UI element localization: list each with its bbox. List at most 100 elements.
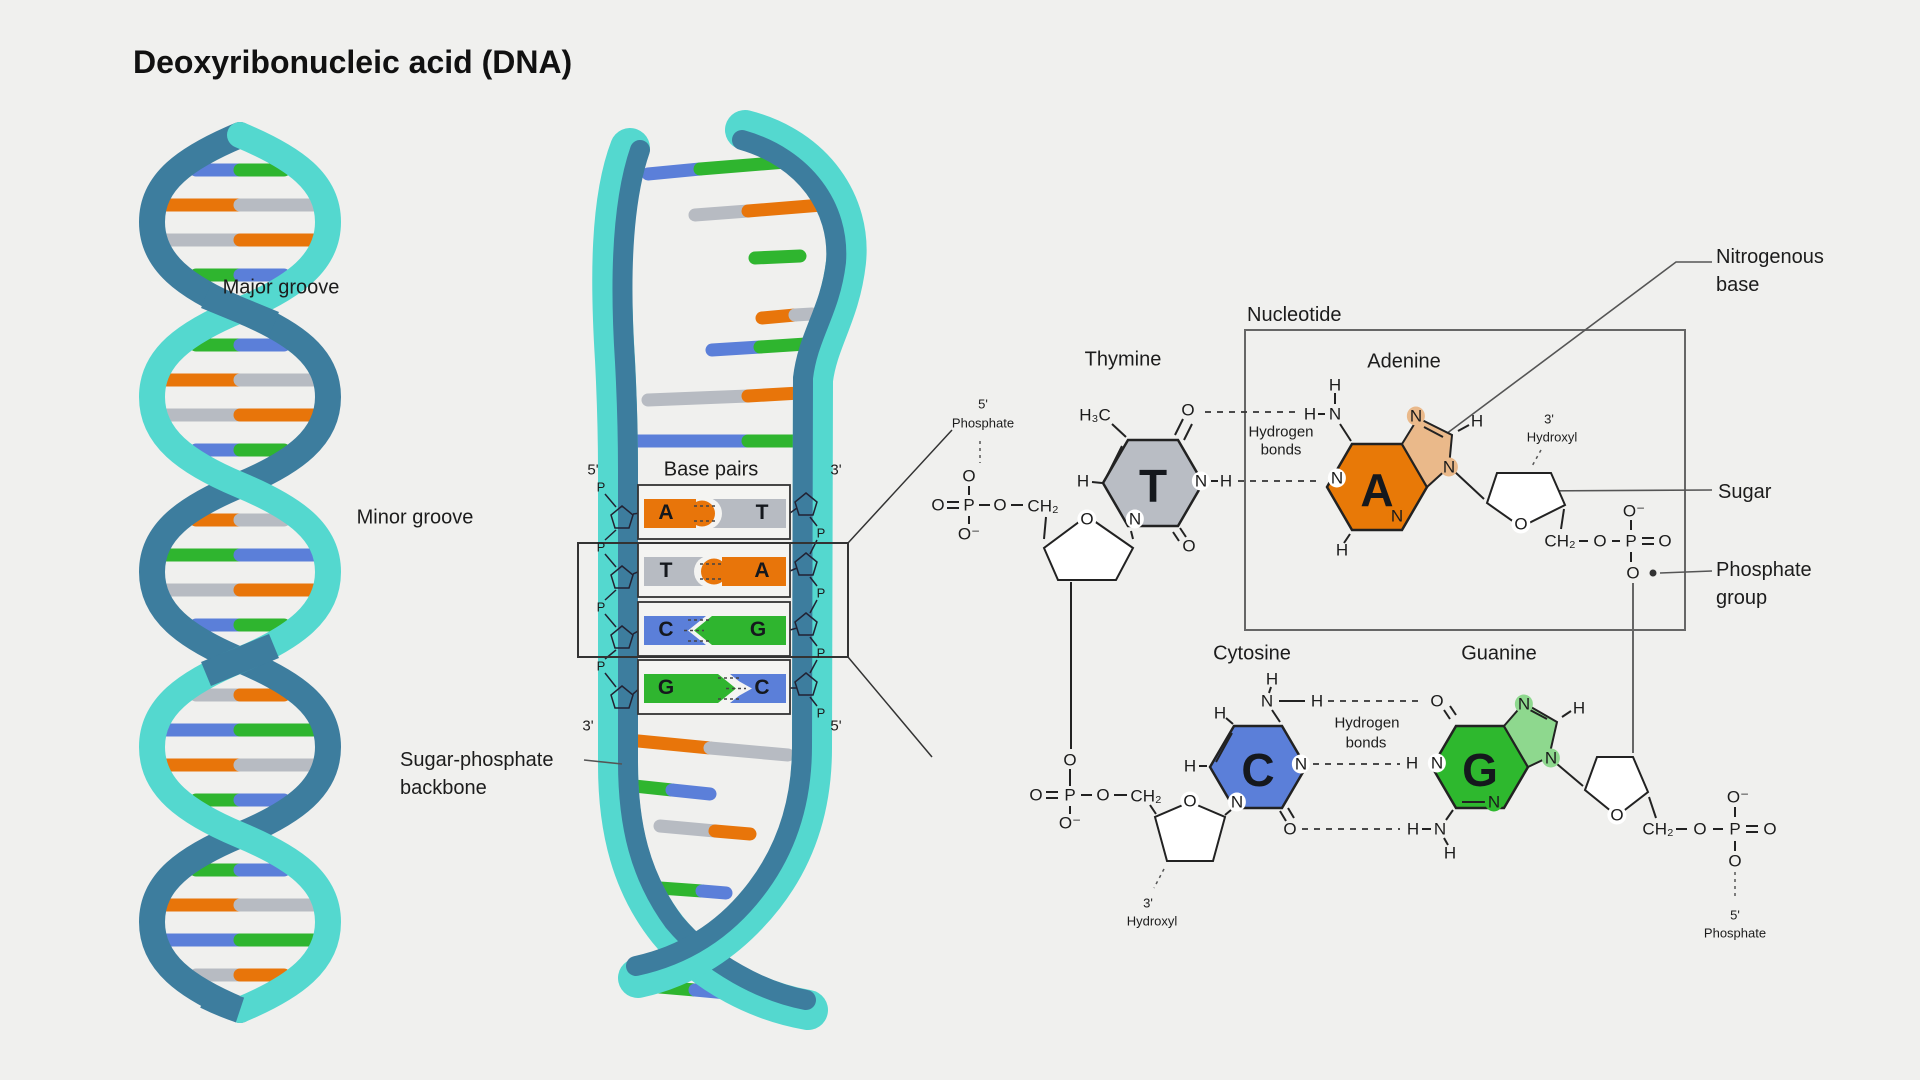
phosphate-p-label: P [596,479,606,495]
nucleotide-box-label: Nucleotide [1247,304,1342,326]
thymine-letter: T [1138,460,1168,512]
atom-label: N [1328,404,1342,424]
atom-label: N [1291,754,1311,774]
atom-label: H [1470,411,1484,431]
thymine-ring [1091,418,1218,542]
atom-label: O [1096,785,1110,805]
atom-label: N [1406,406,1426,426]
atom-label: N [1227,792,1247,812]
three-prime-hydroxyl-label: Hydroxyl [1526,429,1578,445]
phosphate-p-label: P [816,705,826,721]
three-prime-hydroxyl-label: 3' [1143,895,1153,911]
base-pair-row-letter: A [754,559,770,582]
zoom-connector-lines [847,429,953,758]
base-pair-row-letter: C [658,618,674,641]
atom-label: N [1514,694,1534,714]
base-pair-row-letter: G [749,618,767,641]
atom-label: H [1443,843,1457,863]
phosphate-p-label: P [596,539,606,555]
atom-label: O [1029,785,1043,805]
atom-label: N [1327,468,1347,488]
atom-label: P [1064,785,1076,805]
atom-label: O [1728,851,1742,871]
base-pair-row-letter: T [755,501,769,524]
atom-label: O [1693,819,1707,839]
atom-label: H [1335,540,1349,560]
atom-label: P [963,495,975,515]
atom-label: N [1125,509,1145,529]
base-pair-panel [577,429,953,758]
atom-label: H [1265,669,1279,689]
atom-label: O [1593,531,1607,551]
atom-label: H [1406,819,1420,839]
atom-label: O [1658,531,1672,551]
hydrogen-bonds-label: bonds [1345,734,1387,752]
phosphate-p-label: P [596,658,606,674]
atom-label: H [1213,703,1227,723]
atom-label: N [1484,792,1504,812]
nitrogenous-base-callout: Nitrogenous base [1716,246,1824,296]
phosphate-p-label: P [816,525,826,541]
left-backbone-five-prime-label: 5' [587,461,599,479]
atom-label: H [1328,375,1342,395]
atom-label: CH₂ [1544,531,1576,551]
atom-label: O [1181,400,1195,420]
atom-label: P [1729,819,1741,839]
adenine-letter: A [1360,464,1394,516]
base-pairs-title: Base pairs [663,458,759,481]
atom-label: O [1180,791,1200,811]
atom-label: H [1183,756,1197,776]
atom-label: N [1541,748,1561,768]
right-backbone-three-prime-label: 3' [830,461,842,479]
atom-label: H [1572,698,1586,718]
base-pair-row-letter: A [658,501,674,524]
atom-label: O [962,466,976,486]
right-backbone-five-prime-label: 5' [830,717,842,735]
cytosine-letter: C [1241,744,1275,796]
atom-label: O [931,495,945,515]
atom-label: H [1405,753,1419,773]
five-prime-phosphate-label: 5' [1730,907,1740,923]
atom-label: N [1427,753,1447,773]
page-title: Deoxyribonucleic acid (DNA) [133,44,573,80]
sugar-phosphate-backbone-label: Sugar-phosphate backbone [400,749,554,799]
phosphate-group-callout: Phosphate group [1716,559,1812,609]
three-prime-hydroxyl-label: 3' [1544,411,1554,427]
atom-label: O⁻ [1622,501,1646,521]
left-backbone-three-prime-label: 3' [582,717,594,735]
atom-label: N [1433,819,1447,839]
atom-label: H₃C [1079,405,1111,425]
atom-label: O [993,495,1007,515]
five-prime-phosphate-label: Phosphate [1703,925,1767,941]
hydrogen-bonds-label: bonds [1260,441,1302,459]
atom-label: CH₂ [1642,819,1674,839]
left-helix-illustration [138,122,342,1023]
middle-helix-illustration [577,110,953,1030]
zoom-region-box [577,542,849,658]
thymine-label: Thymine [1084,348,1162,371]
phosphate-p-label: P [816,645,826,661]
minor-groove-label: Minor groove [356,506,474,529]
nucleotide-box [1244,329,1686,631]
atom-label: O [1626,563,1640,583]
base-pair-row-letter: C [754,676,770,699]
atom-label: O [1283,819,1297,839]
atom-label: H [1310,691,1324,711]
atom-label: O [1077,509,1097,529]
atom-label: O [1430,691,1444,711]
atom-label: N [1387,506,1407,526]
base-pair-row-letter: T [659,559,673,582]
atom-label: H [1303,404,1317,424]
atom-label: H [1219,471,1233,491]
guanine-label: Guanine [1461,642,1537,665]
atom-label: O⁻ [1726,787,1750,807]
phosphate-p-label: P [596,599,606,615]
hydrogen-bonds-label: Hydrogen [1334,714,1400,732]
five-prime-phosphate-label: Phosphate [951,415,1015,431]
atom-label: O⁻ [1058,813,1082,833]
atom-label: O [1607,805,1627,825]
atom-label: CH₂ [1130,786,1162,806]
base-pair-row-letter: G [657,676,675,699]
